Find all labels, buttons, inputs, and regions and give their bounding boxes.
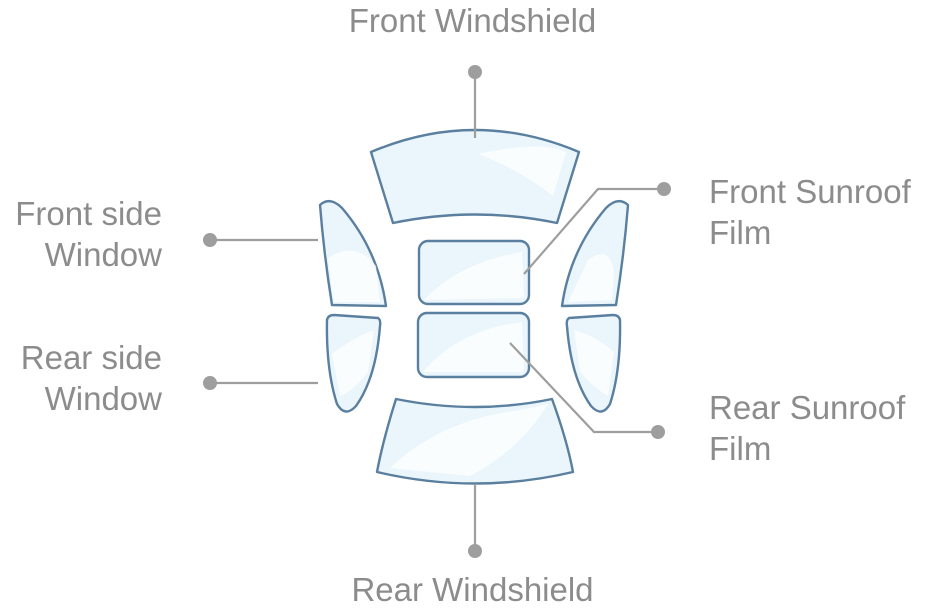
front-side-window-left [318,200,388,308]
front-windshield-leader [468,65,482,138]
rear-sunroof-pane [416,311,531,379]
front-sunroof-film-label-line1: Front Sunroof [709,173,911,210]
front-side-window-label-line1: Front side [15,195,162,232]
front-side-window-label-line2: Window [44,236,162,273]
rear-side-window-right [565,313,622,413]
front-windshield-pane [369,128,581,225]
rear-side-window-label: Rear side Window [21,337,162,419]
rear-sunroof-leader [509,342,665,439]
front-sunroof-leader [523,182,671,275]
rear-sunroof-film-label: Rear Sunroof Film [709,387,905,469]
front-sunroof-film-label: Front Sunroof Film [709,171,911,253]
rear-sunroof-film-label-line1: Rear Sunroof [709,389,906,426]
rear-windshield-pane [375,397,575,485]
rear-side-window-left [325,313,382,413]
rear-side-window-label-line1: Rear side [20,339,162,376]
front-side-window-label: Front side Window [15,193,162,275]
front-windshield-label: Front Windshield [0,0,945,41]
front-side-window-leader [203,233,318,247]
rear-sunroof-film-label-line2: Film [709,430,772,467]
front-sunroof-film-label-line2: Film [709,214,772,251]
rear-windshield-leader [468,484,482,558]
front-sunroof-pane [417,239,531,306]
front-side-window-right [560,200,630,308]
rear-side-window-label-line2: Window [44,380,162,417]
rear-windshield-label: Rear Windshield [0,569,945,610]
rear-side-window-leader [203,376,318,390]
front-windshield-label-text: Front Windshield [348,2,597,39]
rear-windshield-label-text: Rear Windshield [351,571,594,608]
